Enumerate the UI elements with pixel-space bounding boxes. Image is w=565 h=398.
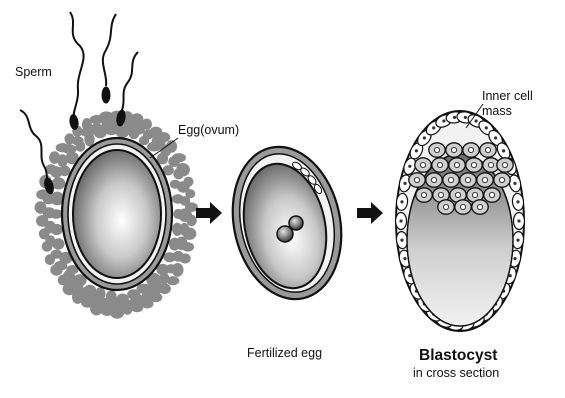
granule-cell (176, 163, 190, 176)
cell-nucleus (502, 162, 507, 167)
sperm-cell (20, 110, 56, 195)
granule-cell (180, 253, 191, 263)
granule-cell (166, 140, 177, 153)
cell-nucleus (414, 177, 419, 182)
cell-nucleus (489, 192, 494, 197)
cell-nucleus (403, 257, 406, 260)
granule-cell (49, 151, 60, 164)
cell-nucleus (400, 239, 403, 242)
right-arrow-icon (357, 202, 383, 224)
granule-cell (131, 113, 144, 125)
granule-cell (35, 201, 47, 214)
cell-nucleus (494, 136, 497, 139)
cell-nucleus (423, 136, 426, 139)
granule-cell (186, 215, 196, 226)
egg-label: Egg(ovum) (178, 123, 239, 137)
cell-nucleus (485, 147, 490, 152)
cross-section-label: in cross section (413, 366, 499, 380)
granule-cell (45, 254, 55, 265)
cell-nucleus (477, 204, 482, 209)
cell-nucleus (471, 162, 476, 167)
cell-nucleus (443, 204, 448, 209)
cell-nucleus (513, 182, 516, 185)
cell-nucleus (451, 147, 456, 152)
blastocyst-label: Blastocyst (419, 347, 497, 364)
cell-nucleus (517, 219, 520, 222)
inner-cell-mass-label-line1: Inner cell (482, 89, 533, 103)
egg-ovum (73, 150, 161, 278)
cell-nucleus (400, 200, 403, 203)
cell-nucleus (499, 177, 504, 182)
granule-cell (167, 276, 180, 285)
cell-nucleus (421, 192, 426, 197)
cell-nucleus (516, 239, 519, 242)
granule-cell (65, 133, 75, 144)
cell-nucleus (403, 182, 406, 185)
inner-cell-mass-label-line2: mass (482, 104, 512, 118)
cell-nucleus (513, 257, 516, 260)
granule-cell (142, 119, 152, 130)
cell-nucleus (502, 149, 505, 152)
cell-nucleus (432, 126, 435, 129)
granule-cell (81, 298, 94, 307)
cell-nucleus (442, 119, 445, 122)
fertilized-egg-label: Fertilized egg (247, 346, 322, 360)
granule-cell (56, 143, 70, 152)
cell-nucleus (415, 149, 418, 152)
cell-nucleus (448, 177, 453, 182)
granule-cell (42, 241, 53, 252)
cell-nucleus (438, 192, 443, 197)
cell-nucleus (455, 192, 460, 197)
granule-cell (184, 177, 194, 187)
granule-cell (183, 228, 197, 240)
cell-nucleus (420, 162, 425, 167)
granule-cell (50, 264, 62, 276)
sperm-cell (102, 14, 117, 104)
granule-cell (131, 303, 143, 312)
cell-nucleus (460, 204, 465, 209)
fertilized-egg: Fertilized egg (219, 137, 355, 360)
cell-nucleus (408, 165, 411, 168)
granule-cell (39, 228, 50, 239)
cell-nucleus (437, 162, 442, 167)
granule-cell (172, 153, 186, 162)
cell-nucleus (468, 147, 473, 152)
cell-nucleus (434, 147, 439, 152)
sperm-cell (68, 12, 83, 131)
granule-cell (185, 189, 195, 198)
sperm-label: Sperm (15, 65, 52, 79)
cell-nucleus (475, 119, 478, 122)
cell-nucleus (516, 200, 519, 203)
granule-cell (159, 283, 171, 294)
granule-cell (91, 123, 103, 133)
right-arrow-icon (196, 202, 222, 224)
cell-nucleus (485, 126, 488, 129)
cell-nucleus (464, 116, 467, 119)
granule-cell (58, 275, 69, 286)
cell-nucleus (399, 219, 402, 222)
cell-nucleus (472, 192, 477, 197)
cell-nucleus (453, 116, 456, 119)
cell-nucleus (488, 162, 493, 167)
cell-nucleus (431, 177, 436, 182)
granule-cell (36, 215, 48, 227)
granule-cell (182, 242, 194, 251)
granule-cell (157, 132, 170, 142)
blastocyst: Inner cell mass Blastocyst in cross sect… (396, 89, 533, 380)
cell-nucleus (482, 177, 487, 182)
cell-nucleus (465, 177, 470, 182)
cell-nucleus (454, 162, 459, 167)
granule-cell (172, 263, 184, 277)
egg-with-sperm: Sperm Egg(ovum) (15, 12, 239, 319)
